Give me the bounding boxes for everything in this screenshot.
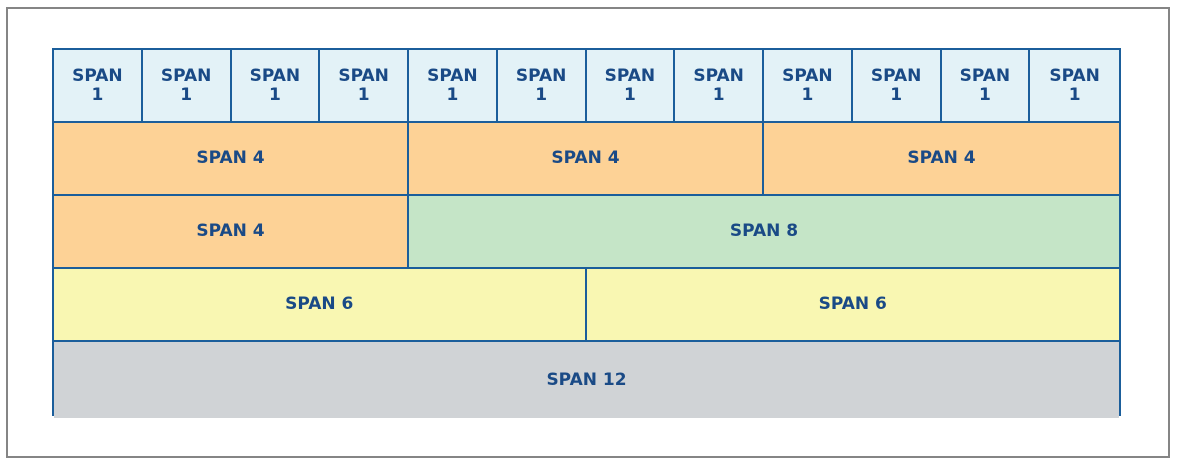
grid-cell-span-1: SPAN 1 [142,50,232,123]
grid-cell-span-1: SPAN 1 [54,50,143,123]
grid-cell-span-4: SPAN 4 [409,123,764,196]
grid-cell-span-6: SPAN 6 [54,269,587,342]
grid-cell-span-4: SPAN 4 [54,196,409,269]
grid-cell-span-1: SPAN 1 [497,50,587,123]
grid-cell-span-1: SPAN 1 [586,50,676,123]
grid-cell-span-1: SPAN 1 [320,50,409,123]
grid-cell-span-8: SPAN 8 [409,196,1119,269]
grid-cell-span-4: SPAN 4 [54,123,409,196]
grid-cell-span-1: SPAN 1 [675,50,764,123]
grid-cell-span-1: SPAN 1 [941,50,1031,123]
grid-cell-span-12: SPAN 12 [54,342,1119,418]
grid-cell-span-1: SPAN 1 [409,50,498,123]
grid-cell-span-1: SPAN 1 [764,50,853,123]
grid-cell-span-6: SPAN 6 [586,269,1119,342]
grid-cell-span-1: SPAN 1 [852,50,942,123]
grid-cell-span-1: SPAN 1 [231,50,321,123]
grid-cell-span-4: SPAN 4 [764,123,1119,196]
grid-cell-span-1: SPAN 1 [1030,50,1119,123]
